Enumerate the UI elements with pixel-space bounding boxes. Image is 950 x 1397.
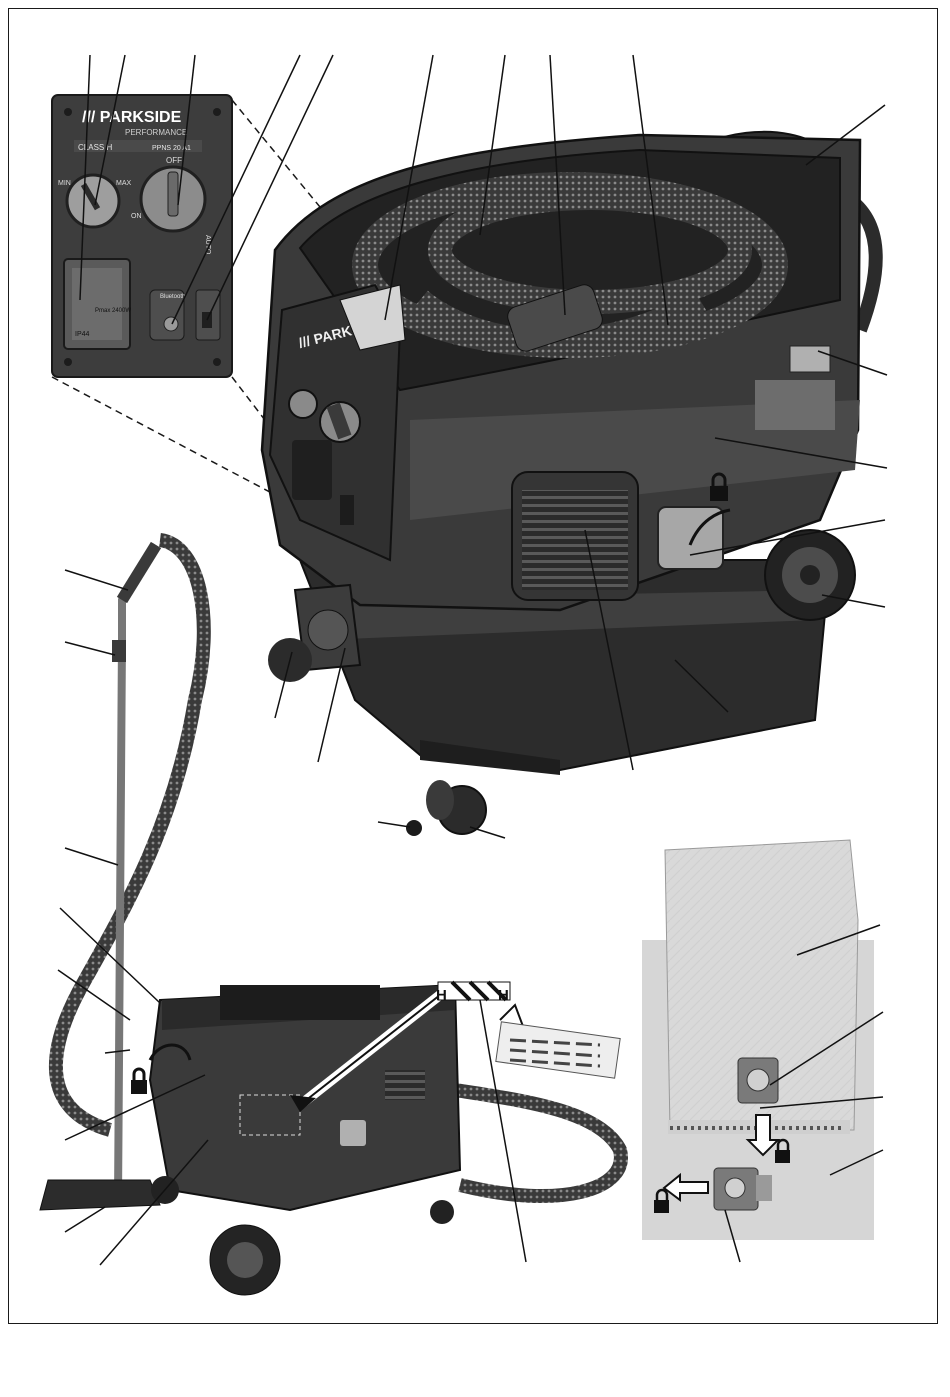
bluetooth-button[interactable] <box>164 317 178 331</box>
control-panel-inset: /// PARKSIDE PERFORMANCE CLASS H PPNS 20… <box>52 95 232 377</box>
svg-text:OFF: OFF <box>166 156 182 165</box>
svg-text:Bluetooth: Bluetooth <box>160 294 185 300</box>
main-vacuum-unit: /// PARKSIDE <box>262 132 876 836</box>
svg-text:MAX: MAX <box>116 180 132 187</box>
svg-text:ON: ON <box>131 213 142 220</box>
svg-text:H: H <box>498 987 509 1004</box>
lock-icon-2 <box>131 1069 147 1094</box>
svg-text:H: H <box>436 987 447 1004</box>
svg-text:IP44: IP44 <box>75 331 90 338</box>
warning-label-h-class: H H <box>436 982 620 1078</box>
inset-brand-sub: PERFORMANCE <box>125 128 187 137</box>
svg-text:MIN: MIN <box>58 180 71 187</box>
inset-brand: /// PARKSIDE <box>82 109 182 126</box>
air-outlet-grille <box>522 490 628 590</box>
svg-text:Pmax 2400W: Pmax 2400W <box>95 308 131 314</box>
